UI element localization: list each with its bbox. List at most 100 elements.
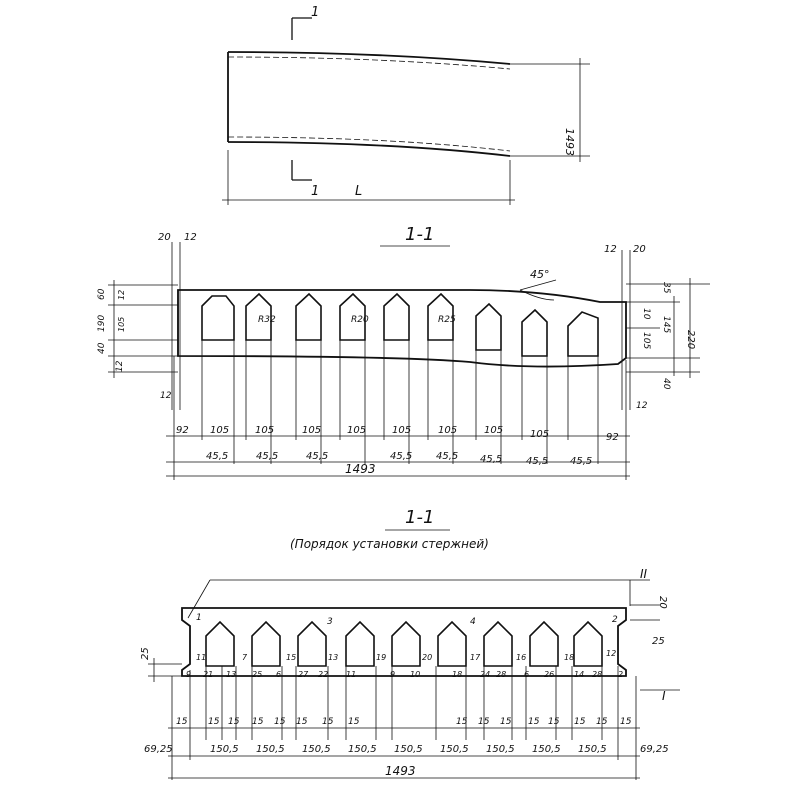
dim-15: 15 xyxy=(596,717,608,727)
dim-45-5: 45,5 xyxy=(390,451,412,462)
dim-150-5: 150,5 xyxy=(578,744,607,755)
dim-45-5: 45,5 xyxy=(206,451,228,462)
dim-15: 15 xyxy=(528,717,540,727)
top-left-dim-12: 12 xyxy=(184,232,197,243)
rod-number: 9 xyxy=(390,670,395,679)
right-dim-lines xyxy=(626,278,710,378)
length-label: L xyxy=(355,184,362,199)
left-dim-60: 60 xyxy=(97,288,107,300)
rod-number: 26 xyxy=(544,670,554,679)
section2-subtitle: (Порядок установки стержней) xyxy=(290,537,489,551)
dim-15: 15 xyxy=(208,717,220,727)
dim-45-5: 45,5 xyxy=(306,451,328,462)
dim-150-5: 150,5 xyxy=(348,744,377,755)
rod-numbers-low: 9 21 13 25 6 27 22 11 9 10 18 24 28 6 26… xyxy=(186,670,623,679)
rod-number: 11 xyxy=(196,653,206,662)
dim-45-5: 45,5 xyxy=(436,451,458,462)
rod-extension-lines xyxy=(171,666,637,780)
dim-45-5: 45,5 xyxy=(570,456,592,467)
bottom-row-105: 92 105 105 105 105 105 105 105 105 92 xyxy=(176,425,619,443)
dim-92-right: 92 xyxy=(606,432,619,443)
rod-number: 27 xyxy=(298,670,309,679)
dim-15: 15 xyxy=(478,717,490,727)
rod-number: 3 xyxy=(327,617,333,627)
dim-150-5: 150,5 xyxy=(302,744,331,755)
dim-rows xyxy=(168,727,640,779)
angle-label: 45° xyxy=(530,268,550,281)
bottom-row-45: 45,5 45,5 45,5 45,5 45,5 45,5 45,5 45,5 xyxy=(206,451,592,467)
right-dim-20: 20 xyxy=(657,596,668,609)
dim-105: 105 xyxy=(210,425,229,436)
right-dim-40: 40 xyxy=(661,378,671,390)
section-1: 1-1 20 12 60 190 40 12 12 12 105 xyxy=(97,224,710,480)
dim-150-5: 150,5 xyxy=(394,744,423,755)
radius-r20: R20 xyxy=(351,315,369,325)
rod-number: 6 xyxy=(276,670,281,679)
core-hole xyxy=(529,620,559,667)
rod-number: 7 xyxy=(242,653,248,662)
right-dim-25: 25 xyxy=(652,636,665,647)
left-dim-lines xyxy=(108,280,178,378)
core-hole xyxy=(573,620,603,667)
rod-number: 2 xyxy=(612,615,618,625)
left-inner-12: 12 xyxy=(117,290,126,300)
dim-69-25-right: 69,25 xyxy=(640,744,669,755)
dim-15: 15 xyxy=(548,717,560,727)
rod-number: 13 xyxy=(328,653,338,662)
rod-number: 4 xyxy=(470,617,476,627)
rod-number: 13 xyxy=(226,670,236,679)
section-cut-bottom xyxy=(291,160,312,181)
radius-r25: R25 xyxy=(438,315,456,325)
top-right-dim-12: 12 xyxy=(604,244,617,255)
section1-total: 1493 xyxy=(345,462,376,476)
left-dim-40: 40 xyxy=(97,342,107,354)
rod-numbers-mid: 11 7 15 13 19 20 17 16 18 12 xyxy=(196,649,616,662)
dim-105: 105 xyxy=(484,425,503,436)
bottom-row-150: 69,25 150,5 150,5 150,5 150,5 150,5 150,… xyxy=(144,744,669,755)
slab-2-outline xyxy=(181,607,627,677)
section-mark-bottom: 1 xyxy=(311,184,319,199)
rod-number: 16 xyxy=(516,653,526,662)
rod-number: 19 xyxy=(376,653,386,662)
dims-15: 15 15 15 15 15 15 15 15 15 15 15 15 15 1… xyxy=(176,717,632,727)
rod-number: 12 xyxy=(606,649,616,658)
dim-45-5: 45,5 xyxy=(256,451,278,462)
dim-15: 15 xyxy=(500,717,512,727)
top-left-dim-20: 20 xyxy=(158,232,171,243)
rod-number: 24 xyxy=(480,670,490,679)
left-inner-105: 105 xyxy=(117,317,126,332)
dim-150-5: 150,5 xyxy=(440,744,469,755)
core-hole xyxy=(521,308,548,357)
plan-top-edge xyxy=(227,51,511,65)
rod-number: 14 xyxy=(574,670,584,679)
section2-title: 1-1 xyxy=(405,507,434,528)
core-hole xyxy=(205,620,235,667)
rod-number: 15 xyxy=(286,653,296,662)
core-hole xyxy=(245,292,272,341)
length-dim-line xyxy=(222,150,515,205)
rod-number: 11 xyxy=(346,670,356,679)
plan-bottom-edge xyxy=(227,141,511,157)
core-hole xyxy=(345,620,375,667)
rod-number: 9 xyxy=(186,670,191,679)
mark-II: II xyxy=(640,567,648,581)
plan-view: 1 1 L 1493 xyxy=(222,5,590,205)
rod-number: 10 xyxy=(410,670,420,679)
rod-number: 22 xyxy=(318,670,328,679)
dim-150-5: 150,5 xyxy=(256,744,285,755)
bottom-dim-lines xyxy=(166,340,630,480)
core-hole xyxy=(295,292,322,341)
right-dim-105: 105 xyxy=(641,332,651,349)
dim-15: 15 xyxy=(322,717,334,727)
left-dim-12: 12 xyxy=(115,360,125,372)
rod-number: 17 xyxy=(470,653,481,662)
dim-150-5: 150,5 xyxy=(486,744,515,755)
dim-15: 15 xyxy=(274,717,286,727)
core-hole xyxy=(483,620,513,667)
dim-45-5: 45,5 xyxy=(480,454,502,465)
rod-number: 18 xyxy=(564,653,574,662)
core-hole xyxy=(251,620,281,667)
core-hole xyxy=(201,295,235,341)
section-cut-top xyxy=(291,17,312,40)
